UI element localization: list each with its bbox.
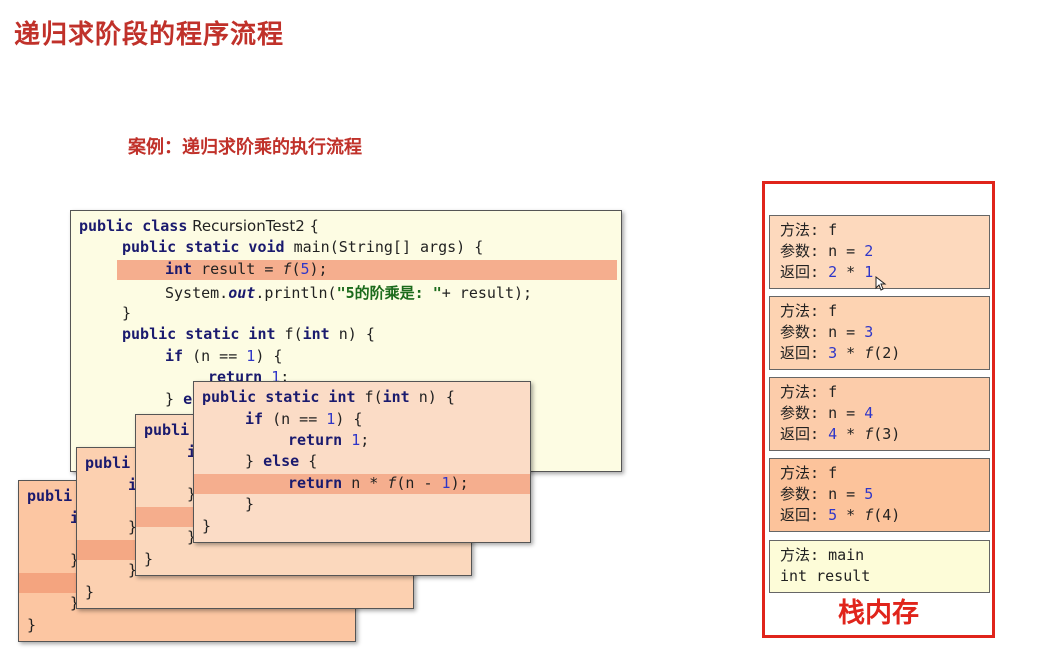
highlight-line: [117, 260, 617, 280]
code-line: return 1;: [288, 431, 370, 449]
code-line: }: [85, 583, 95, 601]
page-title: 递归求阶段的程序流程: [14, 20, 285, 50]
stack-frame-main: 方法: main int result: [769, 540, 990, 593]
code-line: public class RecursionTest2 {: [79, 217, 320, 235]
code-line: }: [187, 528, 197, 546]
stack-frame-f-2: 方法: f 参数: n = 2 返回: 2 * 1: [769, 215, 990, 289]
stack-frame-f-4: 方法: f 参数: n = 4 返回: 4 * f(3): [769, 377, 990, 451]
code-line: if (n == 1) {: [245, 410, 363, 428]
code-line: public static int f(int n) {: [202, 388, 455, 406]
code-line: publi: [85, 454, 131, 472]
code-line: }: [128, 561, 138, 579]
code-line: public static int f(int n) {: [122, 325, 375, 343]
cursor-icon: [875, 276, 887, 291]
code-line: } e: [165, 390, 193, 408]
code-line: }: [202, 517, 212, 535]
stack-frame-f-5: 方法: f 参数: n = 5 返回: 5 * f(4): [769, 458, 990, 532]
code-line: public static void main(String[] args) {: [122, 238, 484, 256]
code-line: i: [128, 476, 138, 494]
code-line: }: [128, 518, 138, 536]
code-line: System.out.println("5的阶乘是: "+ result);: [165, 284, 533, 302]
code-line: int result = f(5);: [165, 260, 328, 278]
code-line: return n * f(n - 1);: [288, 474, 469, 492]
code-line: }: [245, 495, 255, 513]
stack-memory: 方法: f 参数: n = 2 返回: 2 * 1 方法: f 参数: n = …: [762, 181, 995, 638]
code-line: }: [122, 304, 132, 322]
code-line: publi: [144, 421, 190, 439]
code-line: publi: [27, 487, 73, 505]
stack-frame-f-3: 方法: f 参数: n = 3 返回: 3 * f(2): [769, 296, 990, 370]
code-line: } else {: [245, 452, 318, 470]
code-line: if (n == 1) {: [165, 347, 283, 365]
highlight-line: [194, 474, 530, 494]
code-line: i: [70, 509, 80, 527]
stack-memory-label: 栈内存: [838, 598, 919, 629]
code-line: }: [27, 616, 37, 634]
code-line: }: [187, 485, 197, 503]
code-line: }: [70, 594, 80, 612]
code-line: }: [144, 550, 154, 568]
code-line: }: [70, 551, 80, 569]
subtitle: 案例：递归求阶乘的执行流程: [128, 137, 362, 158]
code-line: i: [187, 443, 197, 461]
call-frame-panel-1: public static int f(int n) { if (n == 1)…: [193, 381, 531, 543]
